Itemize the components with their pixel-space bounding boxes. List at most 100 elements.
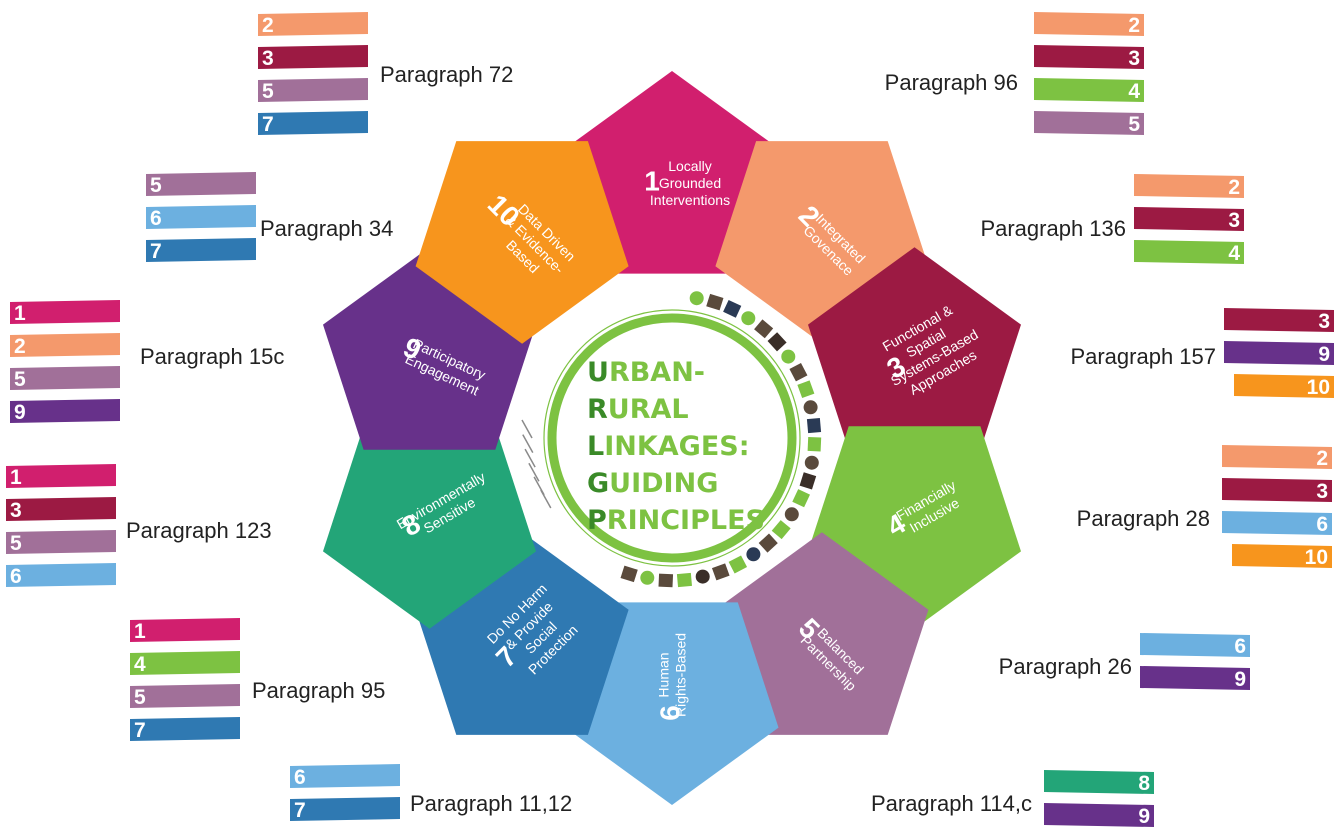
- principle-tag: [1134, 174, 1244, 198]
- principle-tag-number: 8: [1138, 772, 1150, 795]
- principle-tag-number: 3: [1228, 209, 1240, 232]
- building-icon: [797, 380, 815, 399]
- principle-tag: [130, 651, 240, 675]
- building-icon: [728, 555, 748, 574]
- principle-tag: [290, 797, 400, 821]
- principle-tag-number: 9: [1318, 343, 1330, 366]
- principle-tag: [1222, 511, 1332, 535]
- principle-tag: [10, 333, 120, 357]
- principle-tag-number: 5: [150, 174, 162, 197]
- principle-tag-number: 6: [150, 207, 162, 230]
- principle-tag: [10, 366, 120, 390]
- principle-tag-number: 1: [14, 302, 26, 325]
- paragraph-label: Paragraph 11,12: [410, 791, 572, 816]
- principle-tag: [1232, 544, 1332, 568]
- building-icon: [723, 299, 742, 318]
- principle-tag: [10, 399, 120, 423]
- principle-tag-number: 5: [14, 368, 26, 391]
- building-icon: [754, 319, 774, 339]
- principle-tag: [1224, 341, 1334, 365]
- principle-tag: [146, 205, 256, 229]
- paragraph-label: Paragraph 34: [260, 216, 393, 241]
- principle-tag: [1044, 770, 1154, 794]
- building-icon: [767, 332, 787, 352]
- center-outer-ring: [543, 309, 801, 567]
- principle-tag-number: 6: [1316, 513, 1328, 536]
- title-line-2: RURAL: [587, 394, 689, 425]
- principle-tag: [290, 764, 400, 788]
- building-icon: [706, 293, 724, 311]
- principle-tag: [1134, 207, 1244, 231]
- building-icon: [807, 436, 822, 452]
- title-line-4: GUIDING: [587, 468, 718, 499]
- building-icon: [771, 520, 791, 540]
- principle-tag: [130, 717, 240, 741]
- tree-icon: [746, 547, 761, 562]
- principle-tag-number: 5: [10, 532, 22, 555]
- principle-tag: [1234, 374, 1334, 398]
- principle-label-line: Human: [656, 652, 672, 697]
- principle-tag: [258, 12, 368, 36]
- title-line-5: PRINCIPLES: [587, 505, 765, 536]
- building-icon: [789, 362, 808, 382]
- principle-tag-number: 7: [150, 240, 162, 263]
- wind-turbine-icon: [521, 419, 533, 439]
- tree-icon: [781, 349, 796, 364]
- tree-icon: [640, 570, 655, 585]
- paragraph-groups: Paragraph 72 2 3 5 7 Paragraph 962345Paragrap…: [6, 12, 1334, 828]
- principle-tag-number: 5: [134, 686, 146, 709]
- paragraph-label: Paragraph 157: [1070, 344, 1216, 369]
- principle-tag-number: 7: [294, 799, 306, 822]
- principle-tag: [1044, 803, 1154, 827]
- building-icon: [620, 565, 638, 583]
- principle-tag: [258, 78, 368, 102]
- principle-number: 1: [644, 165, 660, 196]
- paragraph-label: Paragraph 136: [980, 216, 1126, 241]
- principle-tag-number: 1: [10, 466, 22, 489]
- principle-shape: [808, 247, 1021, 450]
- principle-tag: [130, 684, 240, 708]
- principle-tag: [1034, 111, 1144, 135]
- principle-shape: [565, 71, 779, 274]
- principle-shape: [415, 141, 629, 344]
- paragraph-label: Paragraph 72: [380, 62, 513, 87]
- principle-tag-number: 2: [1316, 447, 1328, 470]
- principle-tag-number: 10: [1305, 546, 1328, 569]
- paragraph-label: Paragraph 123: [126, 518, 272, 543]
- building-icon: [658, 573, 674, 588]
- principle-tag: [6, 464, 116, 488]
- principle-tag-number: 5: [1128, 113, 1140, 136]
- principle-label-line: Locally: [668, 158, 712, 174]
- tree-icon: [803, 400, 818, 415]
- building-icon: [799, 472, 817, 490]
- principle-tag-number: 5: [262, 80, 274, 103]
- tree-icon: [689, 291, 704, 306]
- principle-tag: [130, 618, 240, 642]
- principle-tag-number: 4: [1228, 242, 1240, 265]
- principle-tag-number: 10: [1307, 376, 1330, 399]
- principle-tag: [1140, 633, 1250, 657]
- principle-tag-number: 2: [1128, 14, 1140, 37]
- principle-label-line: Grounded: [659, 175, 721, 191]
- paragraph-label: Paragraph 95: [252, 678, 385, 703]
- center-circle: [547, 313, 797, 563]
- principle-tag-number: 3: [262, 47, 274, 70]
- title-line-1: URBAN-: [587, 357, 705, 388]
- principle-tag-number: 4: [134, 653, 146, 676]
- principle-shape: [323, 426, 536, 629]
- center-title: URBAN- RURAL LINKAGES: GUIDING PRINCIPLE…: [587, 357, 765, 536]
- principle-tag: [146, 172, 256, 196]
- paragraph-label: Paragraph 26: [999, 654, 1132, 679]
- principle-tag-number: 7: [262, 113, 274, 136]
- principle-tag-number: 7: [134, 719, 146, 742]
- principle-tag: [1222, 478, 1332, 502]
- principle-tag: [258, 111, 368, 135]
